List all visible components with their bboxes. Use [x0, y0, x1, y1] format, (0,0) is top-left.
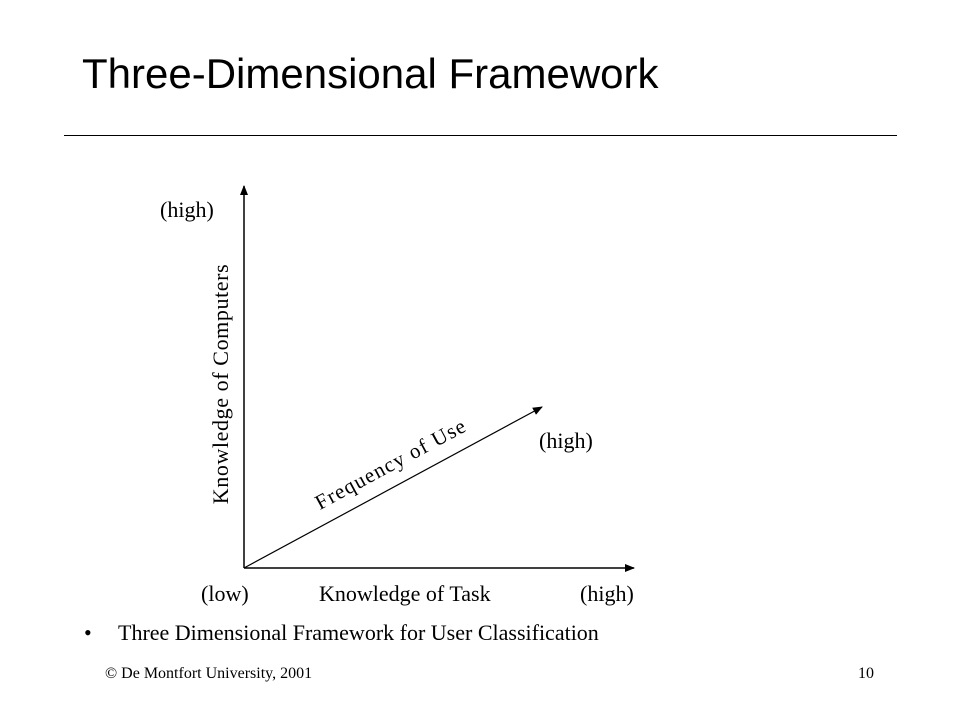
y-axis-label: Knowledge of Computers: [208, 264, 233, 505]
y-axis-high-label: (high): [160, 197, 214, 222]
bullet-item: • Three Dimensional Framework for User Cl…: [84, 619, 599, 647]
diagonal-axis-high-label: (high): [539, 428, 593, 453]
title-divider: [64, 135, 897, 136]
diagonal-axis-label: Frequency of Use: [311, 413, 471, 514]
diagonal-axis-arrow: [243, 406, 543, 569]
x-axis-label: Knowledge of Task: [319, 581, 491, 606]
x-axis-low-label: (low): [201, 581, 249, 606]
footer-copyright: © De Montfort University, 2001: [105, 665, 313, 682]
slide-title: Three-Dimensional Framework: [82, 50, 659, 97]
bullet-text: Three Dimensional Framework for User Cla…: [118, 620, 599, 645]
footer-page-number: 10: [858, 665, 874, 682]
bullet-marker: •: [84, 620, 92, 645]
x-axis-high-label: (high): [580, 581, 634, 606]
